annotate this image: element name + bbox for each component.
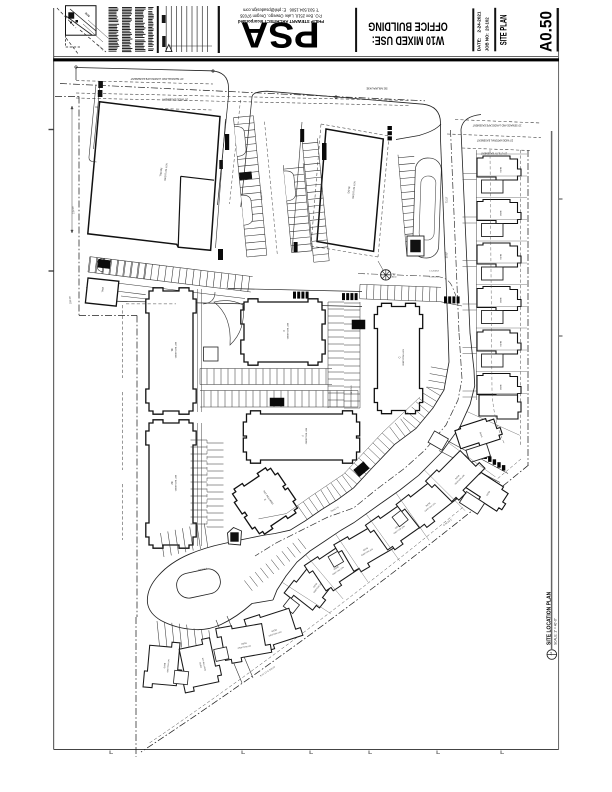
svg-text:20' WIDE EASEMENT: 20' WIDE EASEMENT xyxy=(162,98,188,102)
svg-text:BLDG: BLDG xyxy=(424,502,430,507)
svg-text:NOT INCLUDED: NOT INCLUDED xyxy=(174,475,176,492)
svg-text:NOT INCLUDED: NOT INCLUDED xyxy=(174,342,176,359)
svg-text:PARKING: PARKING xyxy=(259,190,263,200)
svg-text:SE 32ND: SE 32ND xyxy=(351,385,353,395)
svg-text:P.O. Box 2510, Lake Oswego, Or: P.O. Box 2510, Lake Oswego, Oregon 97035 xyxy=(239,13,322,18)
svg-text:TRACT B: TRACT B xyxy=(330,506,340,514)
svg-text:B1: B1 xyxy=(170,349,173,353)
svg-text:NOT INCLUDED: NOT INCLUDED xyxy=(453,474,464,485)
svg-text:NOT INCLUDED: NOT INCLUDED xyxy=(286,323,288,340)
svg-text:BLDG: BLDG xyxy=(333,565,339,570)
svg-text:C: C xyxy=(282,330,285,332)
svg-text:39.67': 39.67' xyxy=(445,251,448,258)
svg-text:BLDG: BLDG xyxy=(499,254,501,260)
svg-text:W10 MIXED USE:: W10 MIXED USE: xyxy=(372,34,445,48)
svg-text:SITE: SITE xyxy=(84,11,91,18)
svg-text:SE MILWAUKIE: SE MILWAUKIE xyxy=(366,87,387,91)
svg-text:PHILIP STEWART ARCHITECT Incor: PHILIP STEWART ARCHITECT Incorporated xyxy=(238,19,325,24)
svg-text:BLDG: BLDG xyxy=(394,524,400,529)
svg-text:NOT INCLUDED: NOT INCLUDED xyxy=(423,502,435,512)
svg-text:BLDG: BLDG xyxy=(499,385,501,391)
svg-text:NOT INCLUDED: NOT INCLUDED xyxy=(392,525,405,535)
svg-text:20' SEWAGE AND LANDSCAPE EASEM: 20' SEWAGE AND LANDSCAPE EASEMENT xyxy=(130,77,183,81)
svg-text:D: D xyxy=(398,357,401,359)
svg-text:BLDG: BLDG xyxy=(163,663,166,669)
svg-text:BLDG: BLDG xyxy=(499,167,501,173)
svg-text:NOT INCLUDED: NOT INCLUDED xyxy=(268,630,282,636)
svg-text:NOT INCLUDED: NOT INCLUDED xyxy=(262,491,273,506)
svg-text:NOT INCLUDED: NOT INCLUDED xyxy=(201,658,206,672)
svg-text:A1: A1 xyxy=(549,651,553,655)
svg-text:S 41°17' E 340.10': S 41°17' E 340.10' xyxy=(260,666,277,678)
svg-text:F: F xyxy=(301,435,304,437)
svg-text:T: 503.504.1506 E: phil@psad: T: 503.504.1506 E: phil@psadesign.com xyxy=(242,8,318,13)
svg-text:BLDG: BLDG xyxy=(499,298,501,304)
svg-text:BLDG: BLDG xyxy=(499,211,501,217)
svg-text:NOT INCLUDED: NOT INCLUDED xyxy=(166,659,169,673)
svg-text:NOT INCLUDED: NOT INCLUDED xyxy=(351,181,356,199)
svg-text:BLDG: BLDG xyxy=(499,341,501,347)
svg-text:BLDG: BLDG xyxy=(362,546,368,551)
svg-text:SCALE: 1" = 40'-0": SCALE: 1" = 40'-0" xyxy=(554,618,558,645)
svg-text:250.30': 250.30' xyxy=(69,295,73,304)
svg-text:DATE: 2-24-2021: DATE: 2-24-2021 xyxy=(476,11,481,51)
svg-text:SITE LOCATION PLAN: SITE LOCATION PLAN xyxy=(547,591,553,645)
svg-text:A0.50: A0.50 xyxy=(537,11,556,52)
svg-text:OFFICE BUILDING: OFFICE BUILDING xyxy=(368,20,448,34)
svg-text:10' UTILITY EASEMENT: 10' UTILITY EASEMENT xyxy=(480,152,507,155)
svg-text:BLDG: BLDG xyxy=(240,642,246,645)
svg-text:A0.50: A0.50 xyxy=(392,275,397,278)
svg-text:MAIL: MAIL xyxy=(101,287,105,294)
svg-text:NOT INCLUDED: NOT INCLUDED xyxy=(402,349,404,366)
svg-text:BLDG: BLDG xyxy=(347,186,352,193)
svg-text:B.5: B.5 xyxy=(392,274,396,276)
svg-text:NOT INCLUDED: NOT INCLUDED xyxy=(331,566,344,576)
svg-text:315.00': 315.00' xyxy=(72,205,76,214)
svg-text:TAX LOT: TAX LOT xyxy=(96,43,105,51)
svg-text:20' WIDE MATERIAL EASEMENT: 20' WIDE MATERIAL EASEMENT xyxy=(476,139,513,142)
svg-text:BLDG: BLDG xyxy=(270,628,276,632)
svg-text:20' SEWAGE AND LANDSCAPE EASEM: 20' SEWAGE AND LANDSCAPE EASEMENT xyxy=(472,124,521,127)
svg-text:NOT INCLUDED: NOT INCLUDED xyxy=(305,428,307,445)
svg-text:B2: B2 xyxy=(170,482,173,486)
svg-text:BLDG: BLDG xyxy=(485,490,490,496)
svg-text:C 1200XX: C 1200XX xyxy=(429,271,440,273)
svg-text:BLDG: BLDG xyxy=(454,474,460,480)
svg-text:RETAIL: RETAIL xyxy=(158,167,163,177)
svg-text:TRACT A: TRACT A xyxy=(198,567,208,572)
svg-text:S 1200XX: S 1200XX xyxy=(429,277,439,279)
svg-text:BLDG: BLDG xyxy=(198,662,201,668)
svg-text:BLDG: BLDG xyxy=(312,582,317,588)
svg-text:NOT INCLUDED: NOT INCLUDED xyxy=(312,581,322,593)
svg-text:SITE PLAN: SITE PLAN xyxy=(499,14,509,45)
svg-text:E: E xyxy=(263,498,267,501)
svg-text:NOT INCLUDED: NOT INCLUDED xyxy=(163,163,168,181)
svg-text:N 48°02' E: N 48°02' E xyxy=(443,519,453,527)
svg-text:PSA: PSA xyxy=(241,15,320,56)
svg-text:BLDG: BLDG xyxy=(479,432,483,438)
svg-text:NOT INCLUDED: NOT INCLUDED xyxy=(360,547,373,556)
svg-text:73.19': 73.19' xyxy=(445,196,448,203)
svg-text:JOB NO: 20-102: JOB NO: 20-102 xyxy=(485,17,490,51)
svg-text:NOT INCLUDED: NOT INCLUDED xyxy=(237,644,251,648)
